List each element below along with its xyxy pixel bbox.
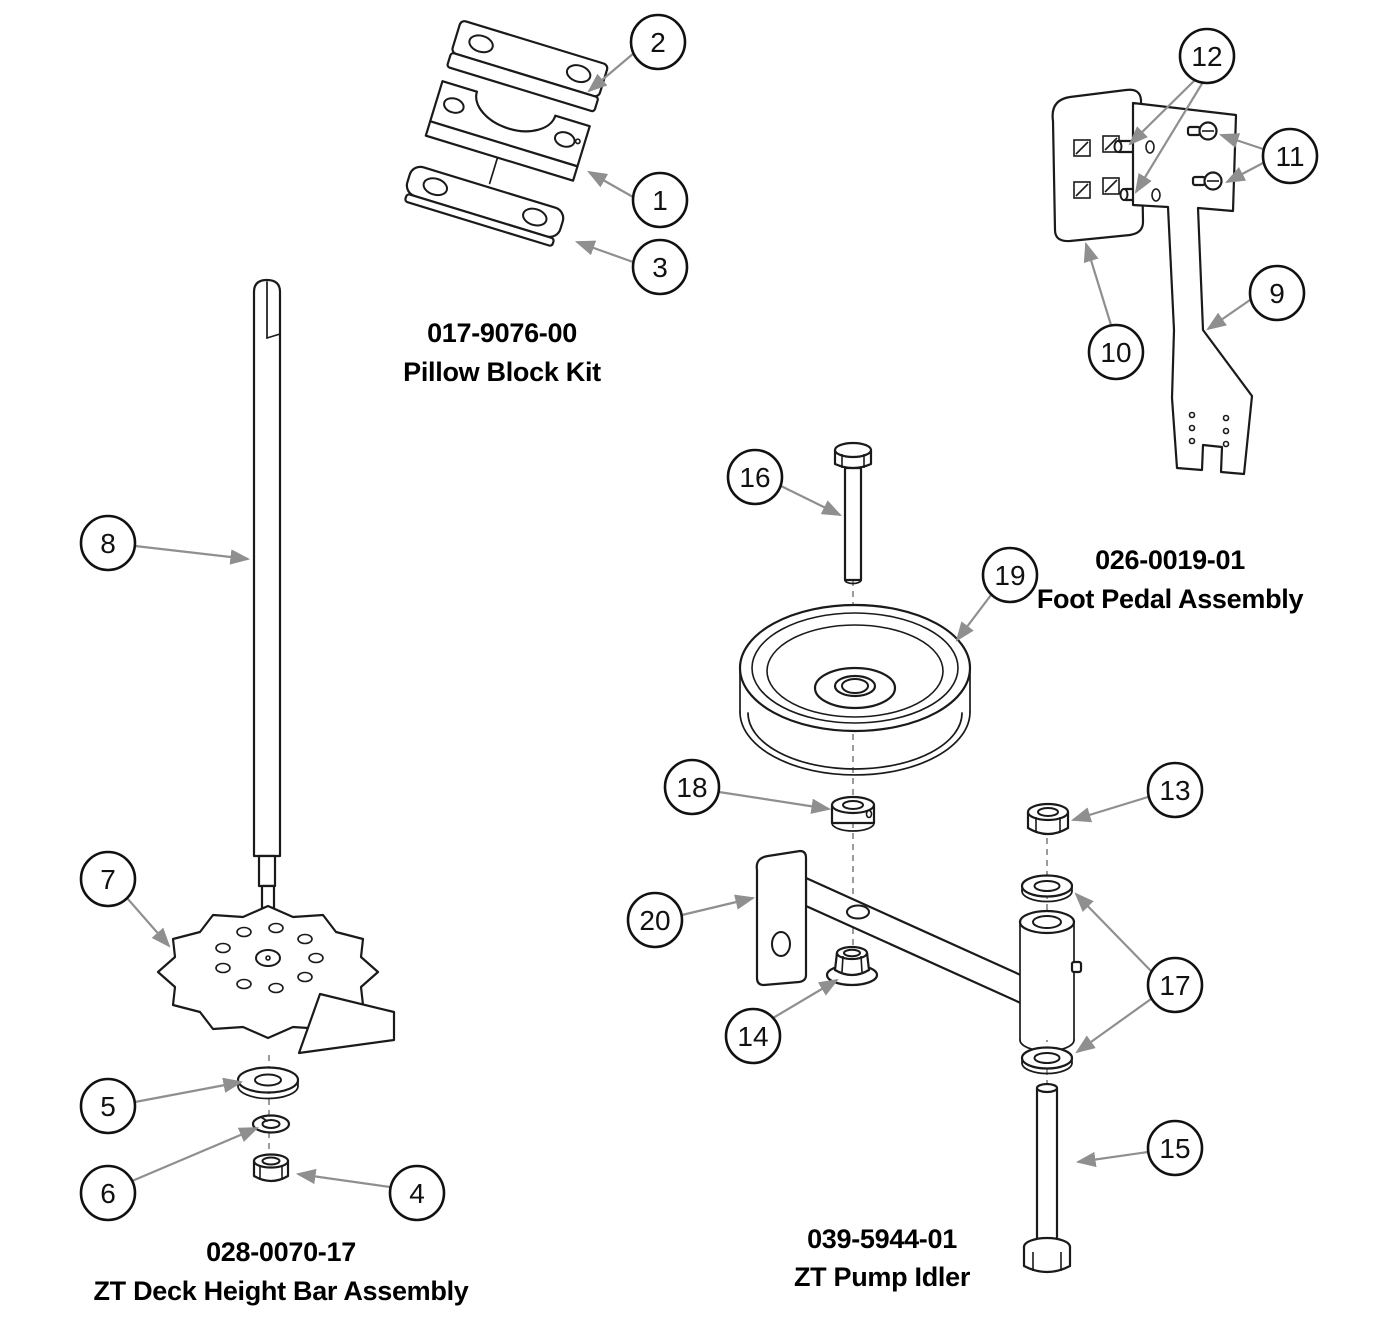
centerlines bbox=[268, 470, 1048, 1162]
svg-text:19: 19 bbox=[994, 560, 1025, 591]
foot-pedal-name: Foot Pedal Assembly bbox=[1037, 584, 1304, 614]
svg-text:4: 4 bbox=[409, 1178, 425, 1209]
height-bar-rod bbox=[252, 278, 282, 910]
svg-text:17: 17 bbox=[1159, 970, 1190, 1001]
assembly-labels: 017-9076-00 Pillow Block Kit 026-0019-01… bbox=[93, 318, 1303, 1306]
pillow-block-part-number: 017-9076-00 bbox=[427, 318, 577, 348]
svg-text:8: 8 bbox=[100, 528, 116, 559]
idler-arm bbox=[755, 849, 1047, 1016]
height-bar-nut bbox=[252, 1153, 290, 1183]
svg-text:7: 7 bbox=[100, 864, 116, 895]
callout-16: 16 bbox=[726, 448, 842, 516]
callout-9: 9 bbox=[1206, 264, 1306, 331]
pivot-bolt bbox=[1022, 1082, 1072, 1274]
flange-nut bbox=[825, 945, 879, 987]
foot-pedal-assembly-drawing bbox=[1051, 88, 1254, 476]
pump-idler-drawing bbox=[738, 441, 1083, 1274]
callout-1: 1 bbox=[587, 170, 689, 229]
callout-12: 12 bbox=[1128, 27, 1236, 194]
svg-text:18: 18 bbox=[676, 772, 707, 803]
pivot-nut bbox=[1026, 802, 1070, 836]
foot-pedal-part-number: 026-0019-01 bbox=[1095, 545, 1245, 575]
deck-height-bar-part-number: 028-0070-17 bbox=[206, 1237, 356, 1267]
callout-15: 15 bbox=[1075, 1119, 1204, 1177]
pivot-tube bbox=[1018, 909, 1083, 1052]
pump-idler-part-number: 039-5944-01 bbox=[807, 1224, 957, 1254]
lock-washer bbox=[251, 1114, 291, 1134]
callout-2: 2 bbox=[587, 13, 687, 93]
pillow-block-base-plate bbox=[404, 165, 565, 247]
pillow-block-lower-clamp bbox=[424, 80, 591, 185]
foot-pedal-screws bbox=[1186, 121, 1223, 191]
svg-text:11: 11 bbox=[1275, 141, 1304, 172]
svg-text:2: 2 bbox=[650, 27, 666, 58]
foot-pedal-plate bbox=[1051, 88, 1145, 243]
svg-text:12: 12 bbox=[1191, 41, 1222, 72]
callout-5: 5 bbox=[79, 1077, 244, 1135]
pump-idler-name: ZT Pump Idler bbox=[794, 1262, 971, 1292]
foot-pedal-bracket bbox=[1131, 101, 1254, 476]
callout-20: 20 bbox=[626, 891, 756, 949]
svg-text:3: 3 bbox=[652, 252, 668, 283]
pivot-washer-upper bbox=[1020, 874, 1074, 903]
svg-text:10: 10 bbox=[1100, 337, 1131, 368]
callout-6: 6 bbox=[79, 1126, 260, 1222]
pivot-washer-lower bbox=[1020, 1046, 1074, 1075]
callouts: 1 2 3 4 5 6 7 8 bbox=[79, 13, 1319, 1222]
callout-8: 8 bbox=[79, 514, 251, 572]
shaft-collar bbox=[830, 795, 876, 832]
svg-text:9: 9 bbox=[1269, 278, 1285, 309]
idler-pulley bbox=[738, 603, 972, 776]
callout-10: 10 bbox=[1083, 241, 1145, 381]
callout-19: 19 bbox=[955, 546, 1039, 642]
svg-text:16: 16 bbox=[739, 462, 770, 493]
callout-14: 14 bbox=[724, 978, 839, 1065]
svg-text:5: 5 bbox=[100, 1091, 116, 1122]
deck-height-bar-name: ZT Deck Height Bar Assembly bbox=[93, 1276, 468, 1306]
svg-text:6: 6 bbox=[100, 1178, 116, 1209]
height-cam-disc bbox=[156, 904, 396, 1055]
svg-text:20: 20 bbox=[639, 905, 670, 936]
callout-7: 7 bbox=[79, 850, 171, 948]
idler-bolt bbox=[833, 441, 873, 585]
callout-18: 18 bbox=[663, 758, 832, 816]
svg-text:15: 15 bbox=[1159, 1133, 1190, 1164]
callout-4: 4 bbox=[295, 1164, 446, 1222]
pillow-block-kit-drawing bbox=[404, 20, 609, 247]
svg-text:14: 14 bbox=[737, 1021, 768, 1052]
flat-washer bbox=[236, 1066, 300, 1100]
callout-3: 3 bbox=[574, 238, 689, 296]
callout-17: 17 bbox=[1074, 892, 1204, 1054]
pillow-block-name: Pillow Block Kit bbox=[403, 357, 601, 387]
deck-height-bar-drawing bbox=[156, 278, 396, 1183]
callout-11: 11 bbox=[1218, 127, 1319, 185]
callout-13: 13 bbox=[1070, 761, 1204, 823]
svg-text:13: 13 bbox=[1159, 775, 1190, 806]
svg-text:1: 1 bbox=[652, 185, 668, 216]
pillow-block-upper-clamp bbox=[446, 20, 609, 113]
